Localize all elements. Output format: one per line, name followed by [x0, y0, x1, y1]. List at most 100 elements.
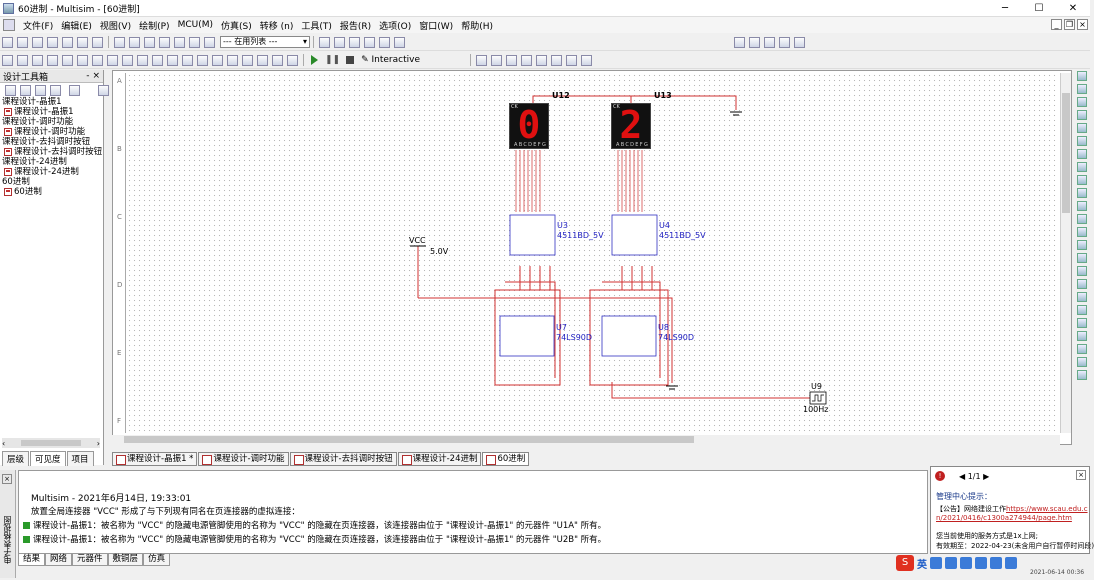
spreadsheet-tab-3[interactable]: 敷铜层 [107, 554, 144, 566]
tree-item[interactable]: 课程设计-去抖调时按钮 [0, 147, 103, 157]
std-tool-6-icon[interactable] [92, 36, 103, 48]
tree-item[interactable]: 课程设计-晶振1 [0, 107, 103, 117]
mdi-minimize-button[interactable]: _ [1051, 19, 1062, 30]
place-tool-18-icon[interactable] [272, 54, 283, 66]
open-design-icon[interactable] [20, 84, 31, 96]
place-tool-0-icon[interactable] [2, 54, 13, 66]
run-icon[interactable] [311, 55, 318, 65]
sheet-tab-3[interactable]: 课程设计-24进制 [397, 452, 482, 466]
instrument-20-icon[interactable] [1077, 331, 1087, 341]
instrument-18-icon[interactable] [1077, 305, 1087, 315]
stop-icon[interactable] [346, 56, 355, 64]
sogou-icon[interactable]: S [896, 555, 914, 571]
interactive-mode[interactable]: ✎ Interactive [361, 55, 420, 65]
menu-item-11[interactable]: 帮助(H) [461, 21, 493, 32]
view-tool-2-icon[interactable] [144, 36, 155, 48]
zoom-tool-4-icon[interactable] [794, 37, 805, 48]
tree-item[interactable]: 课程设计-24进制 [0, 167, 103, 177]
u12-display[interactable]: CK 0 ABCDEFG [509, 103, 549, 149]
probe-tool-4-icon[interactable] [535, 54, 547, 66]
instrument-9-icon[interactable] [1077, 188, 1087, 198]
view-tool-0-icon[interactable] [114, 36, 125, 48]
instrument-16-icon[interactable] [1077, 279, 1087, 289]
save-design-icon[interactable] [35, 84, 46, 96]
tree-item[interactable]: 课程设计-调时功能 [0, 117, 103, 127]
place-tool-7-icon[interactable] [107, 54, 118, 66]
canvas-hscroll[interactable] [112, 435, 1060, 445]
zoom-tool-3-icon[interactable] [779, 37, 790, 48]
sim-tool-0-icon[interactable] [319, 36, 330, 48]
toolbox-tab-1[interactable]: 可见度 [30, 451, 66, 466]
sim-tool-5-icon[interactable] [394, 36, 405, 48]
menu-item-9[interactable]: 选项(O) [379, 21, 412, 32]
std-tool-5-icon[interactable] [77, 36, 88, 48]
instrument-15-icon[interactable] [1077, 266, 1087, 276]
tree-item[interactable]: 60进制 [0, 187, 103, 197]
probe-tool-0-icon[interactable] [475, 54, 487, 66]
place-tool-15-icon[interactable] [227, 54, 238, 66]
sheet-tab-0[interactable]: 课程设计-晶振1 * [112, 452, 198, 466]
instrument-4-icon[interactable] [1077, 123, 1087, 133]
place-tool-8-icon[interactable] [122, 54, 133, 66]
std-tool-4-icon[interactable] [62, 36, 73, 48]
notice-close-button[interactable]: × [1076, 470, 1086, 480]
std-tool-2-icon[interactable] [32, 36, 43, 48]
in-use-list-dropdown[interactable]: --- 在用列表 --- [220, 36, 310, 48]
place-tool-12-icon[interactable] [182, 54, 193, 66]
sim-tool-3-icon[interactable] [364, 36, 375, 48]
tree-item[interactable]: 60进制 [0, 177, 103, 187]
instrument-14-icon[interactable] [1077, 253, 1087, 263]
zoom-tool-2-icon[interactable] [764, 37, 775, 48]
toolbox-tab-2[interactable]: 项目 [66, 451, 94, 466]
menu-item-2[interactable]: 视图(V) [99, 21, 132, 32]
place-tool-10-icon[interactable] [152, 54, 163, 66]
sim-tool-2-icon[interactable] [349, 36, 360, 48]
ime-voice-icon[interactable] [960, 557, 972, 569]
ime-lang[interactable]: 英 [917, 559, 927, 571]
spreadsheet-close-icon[interactable]: × [2, 474, 12, 484]
properties-icon[interactable] [69, 84, 80, 96]
sim-tool-1-icon[interactable] [334, 36, 345, 48]
pin-button[interactable]: - [86, 71, 90, 81]
instrument-0-icon[interactable] [1077, 71, 1087, 81]
menu-item-3[interactable]: 绘制(P) [139, 21, 170, 32]
instrument-23-icon[interactable] [1077, 370, 1087, 380]
tree-item[interactable]: 课程设计-调时功能 [0, 127, 103, 137]
place-tool-5-icon[interactable] [77, 54, 88, 66]
tree-refresh-icon[interactable] [98, 84, 109, 96]
close-button[interactable]: ✕ [1068, 3, 1078, 14]
menu-item-1[interactable]: 编辑(E) [61, 21, 92, 32]
instrument-22-icon[interactable] [1077, 357, 1087, 367]
sheet-tab-2[interactable]: 课程设计-去抖调时按钮 [289, 452, 397, 466]
instrument-21-icon[interactable] [1077, 344, 1087, 354]
tree-item[interactable]: 课程设计-24进制 [0, 157, 103, 167]
tree-item[interactable]: 课程设计-晶振1 [0, 97, 103, 107]
view-tool-4-icon[interactable] [174, 36, 185, 48]
place-tool-17-icon[interactable] [257, 54, 268, 66]
std-tool-3-icon[interactable] [47, 36, 58, 48]
view-tool-5-icon[interactable] [189, 36, 200, 48]
place-tool-16-icon[interactable] [242, 54, 253, 66]
schematic-canvas[interactable] [127, 73, 1057, 433]
instrument-5-icon[interactable] [1077, 136, 1087, 146]
sheet-tab-4[interactable]: 60进制 [482, 452, 530, 466]
menu-item-8[interactable]: 报告(R) [339, 21, 372, 32]
view-tool-1-icon[interactable] [129, 36, 140, 48]
menu-item-5[interactable]: 仿真(S) [221, 21, 252, 32]
probe-tool-6-icon[interactable] [565, 54, 577, 66]
place-tool-9-icon[interactable] [137, 54, 148, 66]
instrument-11-icon[interactable] [1077, 214, 1087, 224]
mdi-restore-button[interactable]: ❐ [1064, 19, 1075, 30]
instrument-8-icon[interactable] [1077, 175, 1087, 185]
instrument-1-icon[interactable] [1077, 84, 1087, 94]
u4-decoder[interactable]: U4 4511BD_5V [611, 214, 706, 256]
menu-item-0[interactable]: 文件(F) [23, 21, 54, 32]
zoom-tool-0-icon[interactable] [734, 37, 745, 48]
ime-keyboard-icon[interactable] [975, 557, 987, 569]
ime-skin-icon[interactable] [990, 557, 1002, 569]
place-tool-6-icon[interactable] [92, 54, 103, 66]
ime-emoji-icon[interactable] [945, 557, 957, 569]
vcc-symbol[interactable]: VCC 5.0V [409, 236, 449, 298]
minimize-button[interactable]: ─ [1001, 3, 1009, 14]
spreadsheet-tab-4[interactable]: 仿真 [143, 554, 171, 566]
